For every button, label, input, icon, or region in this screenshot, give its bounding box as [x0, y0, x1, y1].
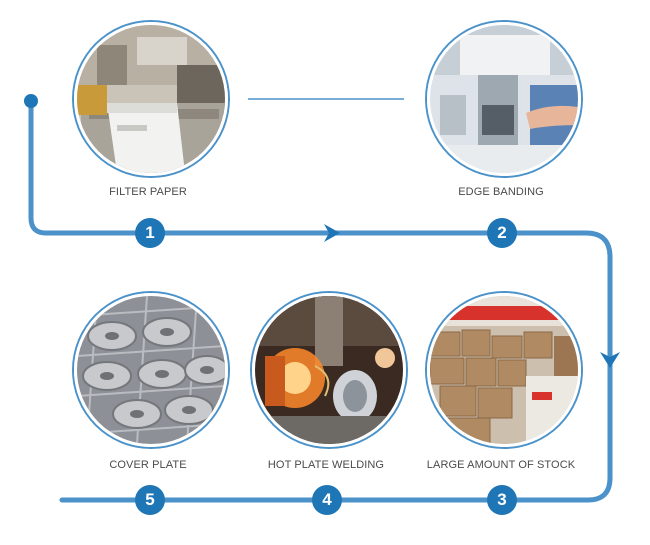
- step-2-badge: 2: [487, 218, 517, 248]
- warehouse-stock-photo: [427, 293, 581, 447]
- filter-paper-machine-photo: [74, 22, 228, 176]
- step-1-badge: 1: [135, 218, 165, 248]
- step-4-badge: 4: [312, 485, 342, 515]
- step-4-label: HOT PLATE WELDING: [267, 459, 385, 471]
- step-5-label: COVER PLATE: [109, 459, 187, 471]
- start-dot: [24, 94, 38, 108]
- step-3-badge: 3: [487, 485, 517, 515]
- edge-banding-machine-photo: [427, 22, 581, 176]
- step-1-label: FILTER PAPER: [109, 186, 187, 198]
- step-3-label: LARGE AMOUNT OF STOCK: [426, 459, 576, 471]
- hot-plate-welding-photo: [252, 293, 406, 447]
- cover-plate-rack-photo: [74, 293, 228, 447]
- step-5-badge: 5: [135, 485, 165, 515]
- arrow-right-icon: [324, 224, 340, 242]
- step-2-label: EDGE BANDING: [458, 186, 544, 198]
- arrow-down-icon: [600, 352, 620, 368]
